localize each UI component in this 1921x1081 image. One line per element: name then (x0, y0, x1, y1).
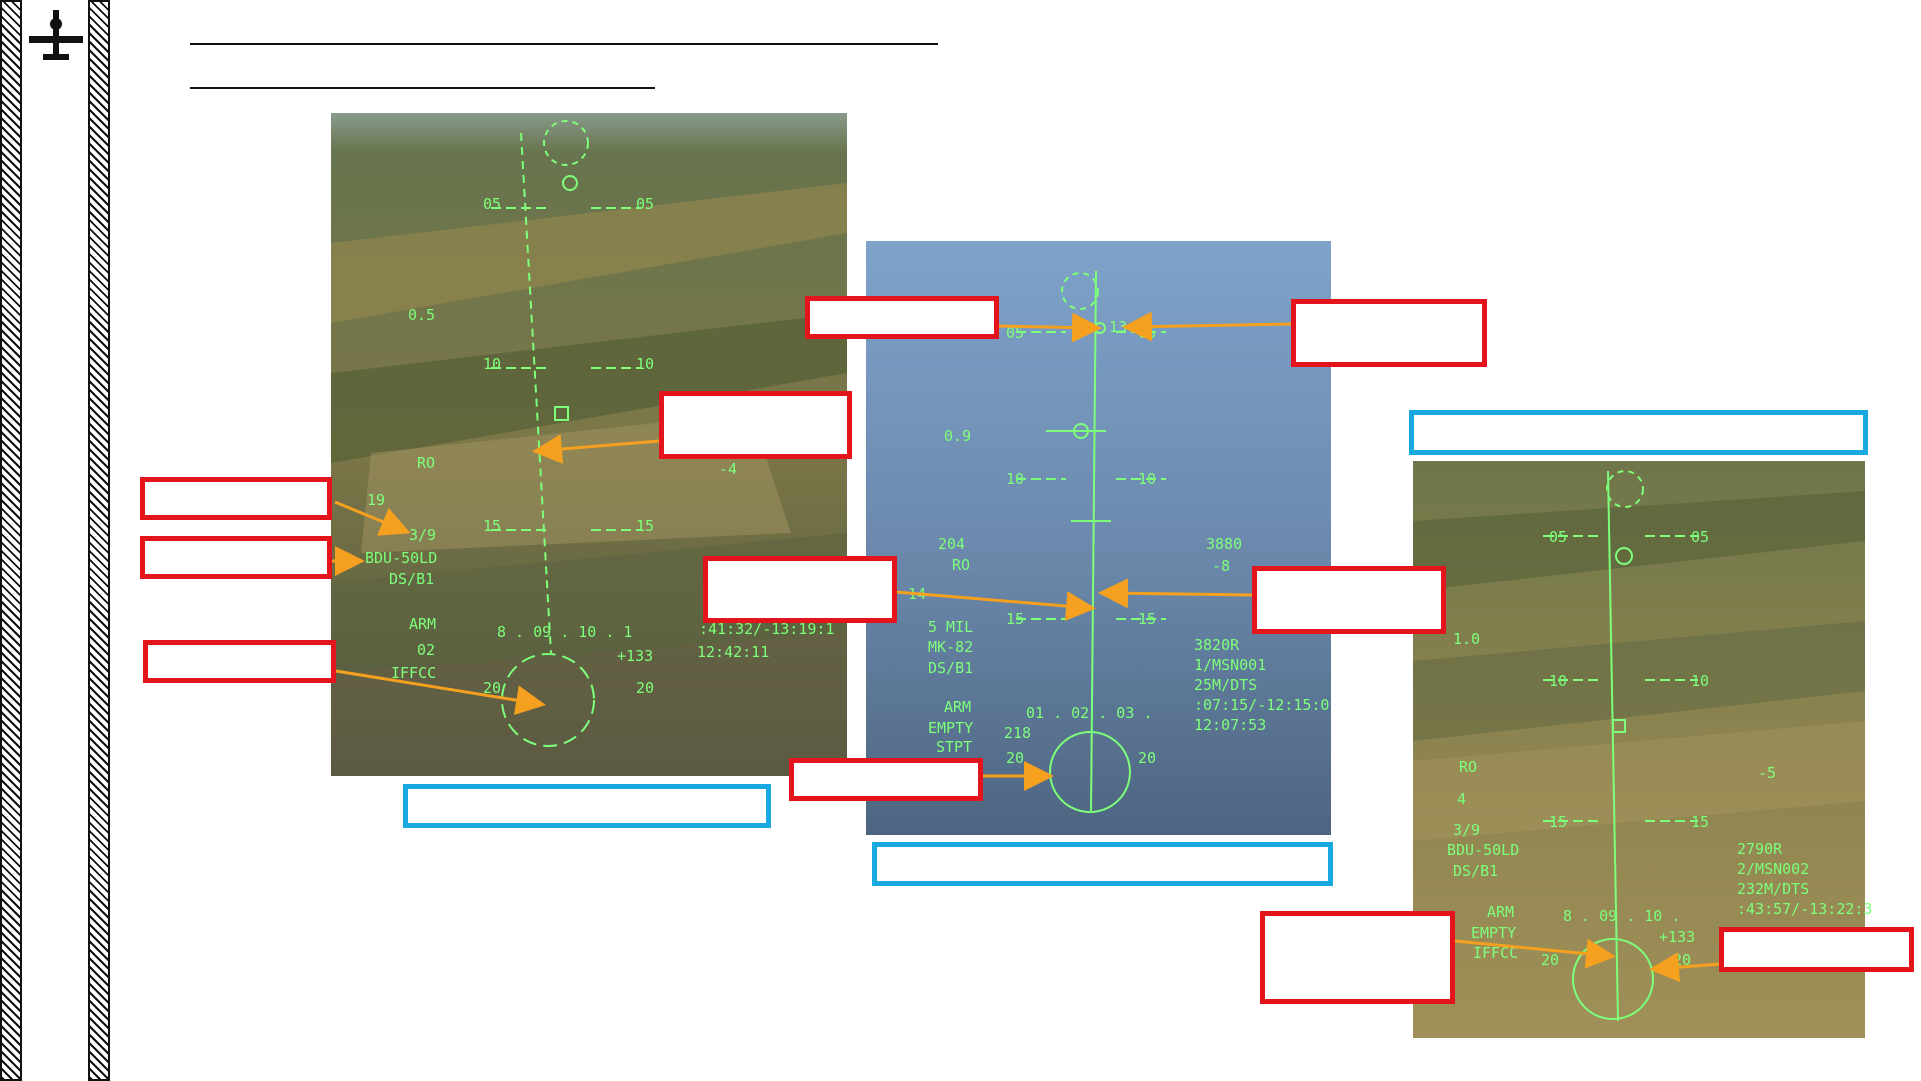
ripple-count: 3/9 (1453, 821, 1480, 839)
vvi-readout: -4 (719, 460, 737, 478)
empty-status: EMPTY (928, 719, 973, 737)
distance-readout: 25M/DTS (1194, 676, 1257, 694)
callout-box (1291, 299, 1487, 367)
title-underline (190, 43, 938, 45)
empty-status: EMPTY (1471, 924, 1516, 942)
value-readout: 218 (1004, 724, 1031, 742)
pitch-label: 20 (636, 679, 654, 697)
arm-status: ARM (944, 698, 971, 716)
callout-box (703, 556, 897, 623)
pitch-label: 15 (483, 517, 501, 535)
speed-scale: 01 . 02 . 03 . (1026, 704, 1152, 722)
pitch-label: 10 (483, 355, 501, 373)
pitch-label: 05 (636, 195, 654, 213)
pitch-label: 05 (1691, 528, 1709, 546)
g-load-readout: 1.0 (1453, 630, 1480, 648)
pitch-label: 05 (1138, 324, 1156, 342)
callout-box (659, 391, 852, 459)
pitch-label: 15 (636, 517, 654, 535)
caption-box (872, 842, 1333, 886)
time-readout: :43:57/-13:22:3 (1737, 900, 1872, 918)
iffcc-mode: IFFCC (391, 664, 436, 682)
weapon-profile: DS/B1 (1453, 862, 1498, 880)
ripple-count: 3/9 (409, 526, 436, 544)
caption-box (1409, 410, 1868, 455)
mission-readout: 2/MSN002 (1737, 860, 1809, 878)
callout-box (143, 640, 336, 683)
clock-readout: 12:42:11 (697, 643, 769, 661)
range-readout: 3820R (1194, 636, 1240, 654)
pitch-label: 05 (483, 195, 501, 213)
value-readout: +133 (617, 647, 653, 665)
range-readout: 2790R (1737, 840, 1783, 858)
weapon-type: BDU-50LD (365, 549, 437, 567)
weapon-type: MK-82 (928, 638, 973, 656)
pitch-label: 10 (1691, 672, 1709, 690)
vvi-readout: -8 (1212, 557, 1230, 575)
callout-box (140, 477, 332, 520)
pitch-label: 10 (1138, 470, 1156, 488)
callout-box (805, 296, 999, 339)
quantity-readout: 02 (417, 641, 435, 659)
pitch-label: 05 (1549, 528, 1567, 546)
g-load-readout: 0.9 (944, 427, 971, 445)
pitch-label: 20 (1138, 749, 1156, 767)
speed-scale: 8 . 09 . 10 . (1563, 907, 1680, 925)
g-load-readout: 0.5 (408, 306, 435, 324)
pitch-label: 20 (1541, 951, 1559, 969)
callout-box (789, 758, 983, 801)
distance-readout: 232M/DTS (1737, 880, 1809, 898)
time-readout: :41:32/-13:19:1 (699, 620, 834, 638)
callout-box (140, 536, 332, 579)
steerpoint-label: STPT (936, 738, 972, 756)
pitch-label: 20 (1673, 951, 1691, 969)
callout-box (1252, 566, 1446, 634)
callout-box (1260, 911, 1455, 1004)
pitch-label: 10 (1549, 672, 1567, 690)
weapon-count: 14 (908, 585, 926, 603)
arm-status: ARM (409, 615, 436, 633)
aircraft-logo-icon (29, 10, 83, 60)
callout-box (1719, 927, 1914, 972)
range-mode: RO (417, 454, 435, 472)
airspeed-readout: 204 (938, 535, 965, 553)
value-readout: +133 (1659, 928, 1695, 946)
pitch-label: 15 (1691, 813, 1709, 831)
iffcc-mode: IFFCC (1473, 944, 1518, 962)
range-mode: RO (952, 556, 970, 574)
pitch-label: 15 (1549, 813, 1567, 831)
weapon-count: 4 (1457, 790, 1466, 808)
mil-depression: 5 MIL (928, 618, 973, 636)
range-mode: RO (1459, 758, 1477, 776)
pitch-label: 10 (636, 355, 654, 373)
mission-readout: 1/MSN001 (1194, 656, 1266, 674)
weapon-count: 19 (367, 491, 385, 509)
pitch-label: 20 (1006, 749, 1024, 767)
weapon-profile: DS/B1 (928, 659, 973, 677)
subtitle-underline (190, 87, 655, 89)
left-border-stripe (0, 0, 22, 1081)
clock-readout: 12:07:53 (1194, 716, 1266, 734)
vvi-readout: -5 (1758, 764, 1776, 782)
caption-box (403, 784, 771, 828)
speed-scale: 8 . 09 . 10 . 1 (497, 623, 632, 641)
pitch-label: 15 (1138, 610, 1156, 628)
right-border-stripe (88, 0, 110, 1081)
altitude-readout: 3880 (1206, 535, 1242, 553)
heading-readout: 13 (1109, 318, 1127, 336)
pitch-label: 15 (1006, 610, 1024, 628)
weapon-type: BDU-50LD (1447, 841, 1519, 859)
pitch-label: 20 (483, 679, 501, 697)
arm-status: ARM (1487, 903, 1514, 921)
pitch-label: 05 (1006, 324, 1024, 342)
time-readout: :07:15/-12:15:0 (1194, 696, 1329, 714)
hud-screenshot-right: 05 05 10 10 15 15 20 20 1.0 RO -5 4 3/9 … (1413, 461, 1872, 1038)
pitch-label: 10 (1006, 470, 1024, 488)
weapon-profile: DS/B1 (389, 570, 434, 588)
